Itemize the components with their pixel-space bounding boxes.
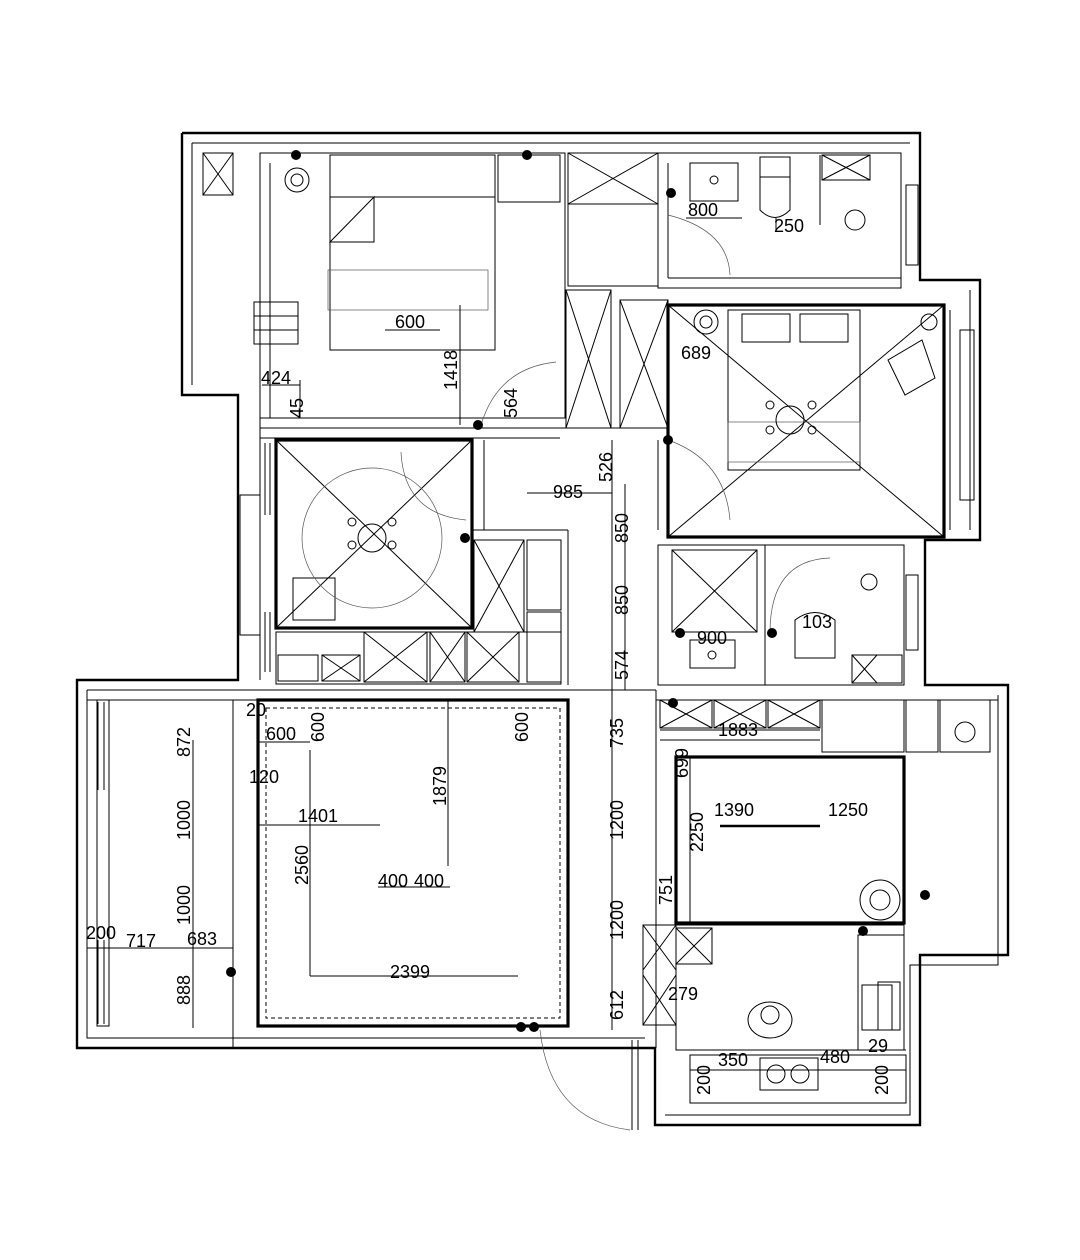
- dim-label-526: 526: [596, 452, 616, 482]
- dim-label-1200a: 1200: [607, 800, 627, 840]
- dim-label-200: 200: [86, 923, 116, 943]
- dim-label-600a: 600: [308, 712, 328, 742]
- dim-label-1250: 1250: [828, 800, 868, 820]
- dim-label-717: 717: [126, 931, 156, 951]
- curtains: [97, 310, 951, 1024]
- dim-label-600-l: 600: [266, 724, 296, 744]
- dim-label-600-bed: 600: [395, 312, 425, 332]
- dim-label-400a: 400: [378, 871, 408, 891]
- dim-label-600b: 600: [512, 712, 532, 742]
- dim-label-200a: 200: [694, 1065, 714, 1095]
- dim-label-20: 20: [246, 700, 266, 720]
- dimension-lines: [87, 217, 906, 1051]
- dim-label-1000a: 1000: [174, 800, 194, 840]
- dim-label-350: 350: [718, 1050, 748, 1070]
- switch-dots: [226, 150, 930, 1032]
- dim-label-612: 612: [607, 990, 627, 1020]
- dim-label-2560: 2560: [292, 845, 312, 885]
- dim-label-985: 985: [553, 482, 583, 502]
- furniture: [292, 154, 936, 1091]
- dim-label-751: 751: [656, 875, 676, 905]
- dim-label-735: 735: [607, 718, 627, 748]
- dimension-labels: 800 250 600 689 424 985 20 600 120 1401 …: [86, 200, 892, 1095]
- door-swings: [400, 214, 831, 1131]
- dim-label-574: 574: [612, 650, 632, 680]
- dim-label-103: 103: [802, 612, 832, 632]
- dim-label-564: 564: [501, 388, 521, 418]
- dim-label-200b: 200: [872, 1065, 892, 1095]
- dim-label-120: 120: [249, 767, 279, 787]
- dim-label-2250: 2250: [687, 812, 707, 852]
- dim-label-683: 683: [187, 929, 217, 949]
- dim-label-400b: 400: [414, 871, 444, 891]
- dim-label-1883: 1883: [718, 720, 758, 740]
- dim-label-250: 250: [774, 216, 804, 236]
- dim-label-1200b: 1200: [607, 900, 627, 940]
- dim-label-424: 424: [261, 368, 291, 388]
- dim-label-2399: 2399: [390, 962, 430, 982]
- dim-label-1000b: 1000: [174, 885, 194, 925]
- dim-label-1390: 1390: [714, 800, 754, 820]
- outer-walls: [75, 131, 1010, 1127]
- dim-label-1401: 1401: [298, 806, 338, 826]
- dim-label-850b: 850: [612, 585, 632, 615]
- dim-label-480: 480: [820, 1047, 850, 1067]
- dim-label-1879: 1879: [430, 766, 450, 806]
- dim-label-279: 279: [668, 984, 698, 1004]
- dim-label-1418: 1418: [441, 350, 461, 390]
- dim-label-800: 800: [688, 200, 718, 220]
- dim-label-850a: 850: [612, 513, 632, 543]
- dim-label-29: 29: [868, 1036, 888, 1056]
- dim-label-872: 872: [174, 727, 194, 757]
- interior-walls: [87, 152, 998, 1104]
- dim-label-900: 900: [697, 628, 727, 648]
- dim-label-45: 45: [287, 398, 307, 418]
- dim-label-888: 888: [174, 975, 194, 1005]
- dim-label-689: 689: [681, 343, 711, 363]
- ceiling-lights: [284, 167, 938, 553]
- dim-label-699: 699: [672, 748, 692, 778]
